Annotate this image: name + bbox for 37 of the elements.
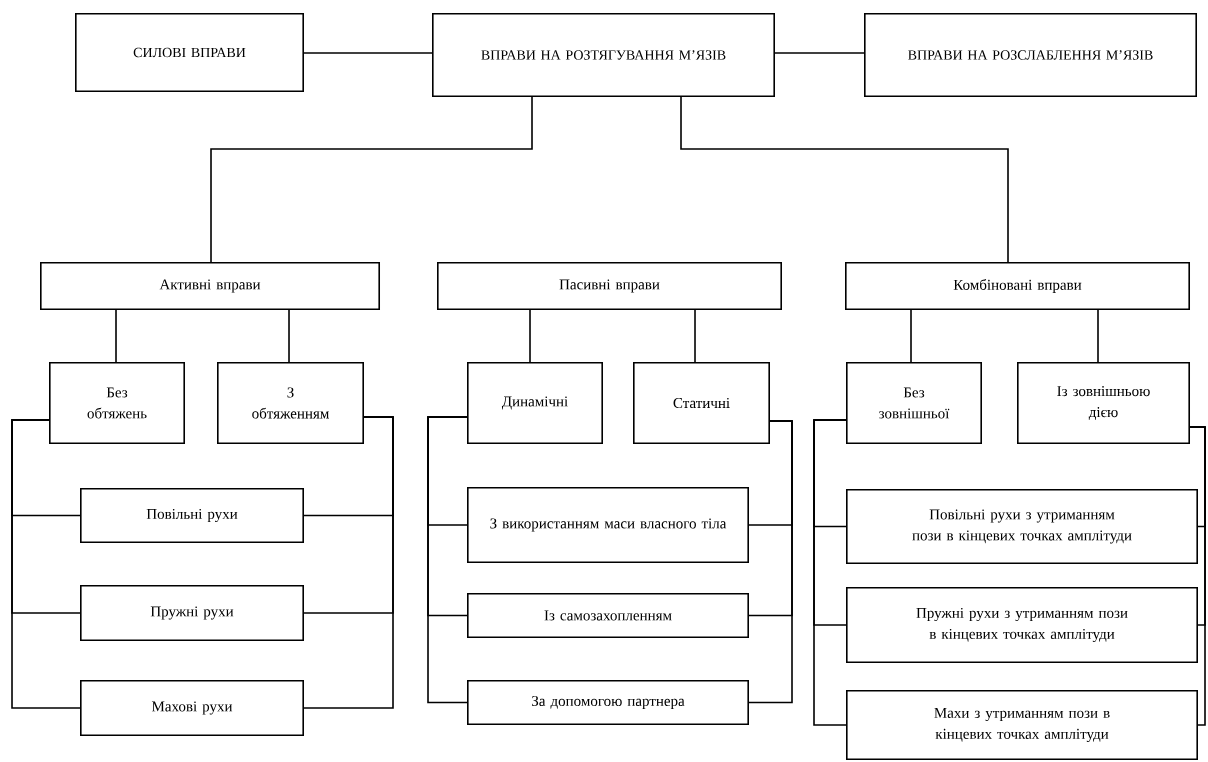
connector-line [303, 416, 394, 709]
text-box: За допомогою партнера [467, 680, 749, 725]
text-box: Без зовнішньої [846, 362, 982, 444]
connector-line [11, 419, 81, 709]
text-box: Повільні рухи [80, 488, 304, 543]
text-box: ВПРАВИ НА РОЗСЛАБЛЕННЯ М’ЯЗІВ [864, 13, 1197, 97]
connector-line [115, 309, 117, 363]
text-box: Активні вправи [40, 262, 380, 310]
connector-line [774, 52, 865, 54]
text-box: Динамічні [467, 362, 603, 444]
connector-line [303, 52, 433, 54]
connector-line [680, 96, 1009, 263]
text-box: Пружні рухи з утриманням пози в кінцевих точках амплітуди [846, 587, 1198, 663]
text-box: З використанням маси власного тіла [467, 487, 749, 563]
text-box: Махові рухи [80, 680, 304, 736]
text-box: Із зовнішньою дією [1017, 362, 1190, 444]
connector-line [694, 309, 696, 363]
connector-line [1097, 309, 1099, 363]
connector-line [529, 309, 531, 363]
connector-line [210, 96, 533, 263]
connector-line [748, 420, 793, 704]
text-box: Статичні [633, 362, 770, 444]
text-box: З обтяженням [217, 362, 364, 444]
text-box: Із самозахопленням [467, 593, 749, 638]
text-box: Пасивні вправи [437, 262, 782, 310]
connector-line [813, 419, 847, 726]
connector-line [1189, 426, 1206, 726]
text-box: Комбіновані вправи [845, 262, 1190, 310]
connector-line [288, 309, 290, 363]
connector-line [910, 309, 912, 363]
text-box: ВПРАВИ НА РОЗТЯГУВАННЯ М’ЯЗІВ [432, 13, 775, 97]
text-box: Пружні рухи [80, 585, 304, 641]
text-box: СИЛОВІ ВПРАВИ [75, 13, 304, 92]
text-box: Повільні рухи з утриманням пози в кінцевих точках амплітуди [846, 489, 1198, 564]
connector-line [427, 416, 468, 704]
text-box: Махи з утриманням пози в кінцевих точках амплітуди [846, 690, 1198, 760]
text-box: Без обтяжень [49, 362, 185, 444]
